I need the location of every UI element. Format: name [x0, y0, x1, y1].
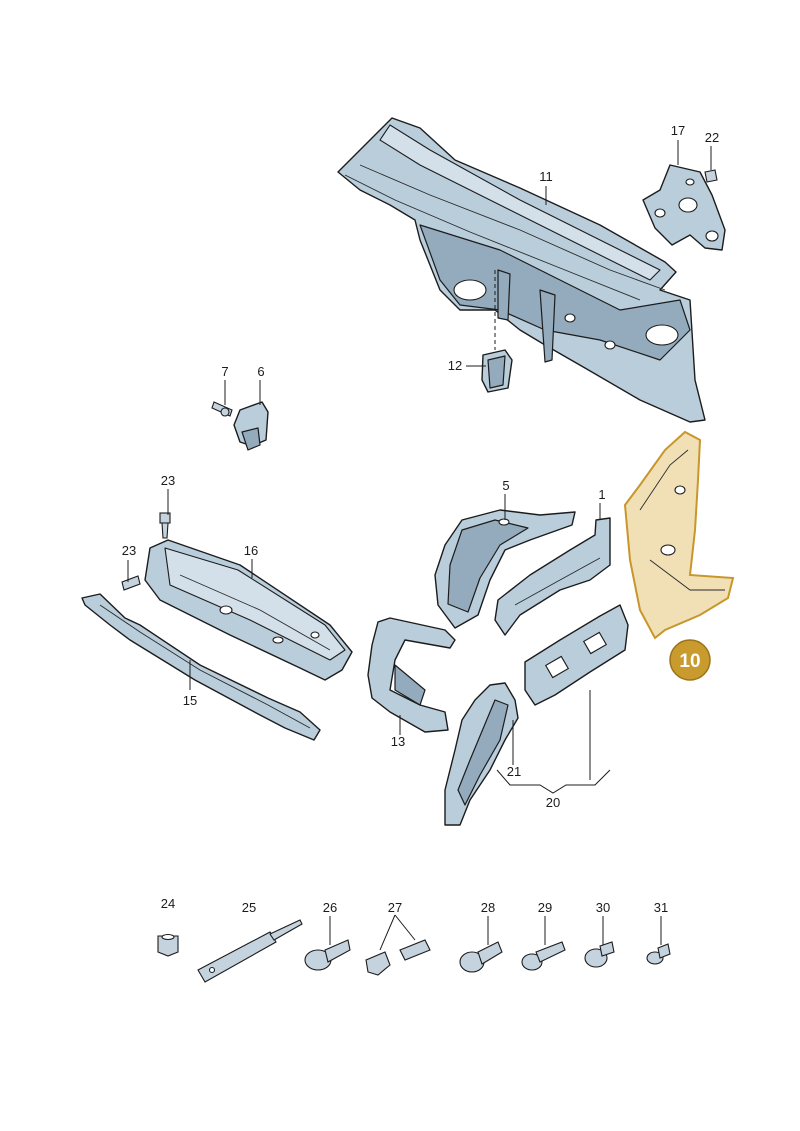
part-5-wheel-arch[interactable]	[434, 509, 576, 629]
part-6-bracket[interactable]	[233, 401, 269, 451]
leader-lines	[127, 140, 712, 794]
part-23-bolt-upper[interactable]	[159, 512, 171, 539]
part-10-badge[interactable]: 10	[669, 639, 711, 681]
part-16-cross-member[interactable]	[144, 539, 353, 681]
part-11-bulkhead[interactable]	[337, 117, 706, 423]
callout-13: 13	[391, 734, 405, 749]
part-28-screw[interactable]	[459, 941, 503, 973]
callout-26: 26	[323, 900, 337, 915]
part-7-screw[interactable]	[211, 401, 233, 417]
callout-31: 31	[654, 900, 668, 915]
callout-23-lower: 23	[122, 543, 136, 558]
part-10-inner-panel-highlighted[interactable]	[623, 430, 735, 640]
part-1-reinforcement[interactable]	[494, 517, 611, 636]
callout-21: 21	[507, 764, 521, 779]
callout-25: 25	[242, 900, 256, 915]
callout-labels: 1 5 6 7 11 12 13 15 16 17 20 21 22 23 23…	[122, 123, 719, 915]
part-10-badge-label: 10	[679, 651, 700, 672]
callout-1: 1	[598, 487, 605, 502]
part-24-nut[interactable]	[157, 933, 179, 957]
callout-6: 6	[257, 364, 264, 379]
part-20-rail[interactable]	[524, 604, 629, 706]
part-25-pin[interactable]	[197, 919, 303, 983]
part-23-bolt-lower[interactable]	[121, 575, 141, 591]
part-12-bracket[interactable]	[481, 349, 513, 393]
callout-12: 12	[448, 358, 462, 373]
callout-27: 27	[388, 900, 402, 915]
callout-11: 11	[539, 169, 553, 184]
part-31-clip[interactable]	[646, 943, 671, 965]
callout-24: 24	[161, 896, 175, 911]
part-21-pillar[interactable]	[444, 682, 519, 826]
callout-15: 15	[183, 693, 197, 708]
callout-23-upper: 23	[161, 473, 175, 488]
part-26-screw[interactable]	[304, 939, 351, 971]
callout-30: 30	[596, 900, 610, 915]
part-17-plate[interactable]	[642, 164, 726, 251]
part-15-rail[interactable]	[81, 593, 321, 741]
part-29-screw[interactable]	[521, 941, 566, 971]
part-30-rivet[interactable]	[584, 941, 615, 968]
callout-17: 17	[671, 123, 685, 138]
callout-5: 5	[502, 478, 509, 493]
part-22-clip[interactable]	[704, 169, 718, 183]
fastener-leaders	[329, 916, 662, 945]
callout-22: 22	[705, 130, 719, 145]
callout-28: 28	[481, 900, 495, 915]
part-27-screw-nut[interactable]	[365, 914, 431, 976]
callout-20: 20	[546, 795, 560, 810]
callout-16: 16	[244, 543, 258, 558]
part-13-support[interactable]	[367, 617, 456, 733]
callout-29: 29	[538, 900, 552, 915]
callout-7: 7	[221, 364, 228, 379]
